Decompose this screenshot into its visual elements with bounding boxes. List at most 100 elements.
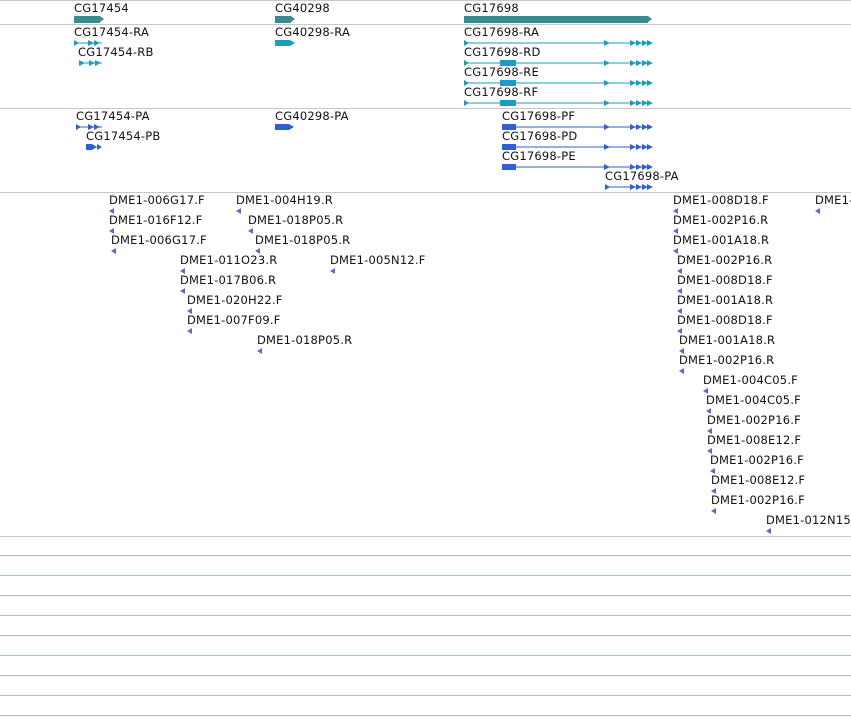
feature-glyphs	[74, 40, 653, 190]
protein-label: CG40298-PA	[275, 109, 349, 123]
est-glyph[interactable]	[187, 308, 192, 314]
est-label: DME1-005N12.F	[330, 253, 426, 267]
est-glyph[interactable]	[711, 488, 716, 494]
transcript-glyph[interactable]	[275, 40, 295, 46]
est-glyph[interactable]	[236, 208, 241, 214]
est-label: DME1-001A18.R	[673, 233, 770, 247]
transcript-label: CG17698-RD	[464, 45, 541, 59]
est-label: DME1-008E12.F	[711, 473, 806, 487]
gene-label: CG17698	[464, 1, 519, 15]
transcript-glyph[interactable]	[464, 60, 653, 66]
est-label: DME1-008D18.F	[673, 193, 769, 207]
gene-feature[interactable]	[464, 16, 652, 23]
gene-label: CG40298	[275, 1, 330, 15]
est-label: DME1-017B06.R	[180, 273, 277, 287]
est-glyph[interactable]	[330, 268, 335, 274]
est-label: DME1-004C05.F	[706, 393, 801, 407]
protein-label: CG17698-PA	[605, 169, 679, 183]
empty-track-line	[0, 655, 851, 656]
empty-track-line	[0, 715, 851, 716]
gene-feature[interactable]	[74, 16, 104, 23]
est-label: DME1-008D18.F	[677, 273, 773, 287]
est-glyph[interactable]	[766, 528, 771, 534]
est-glyph[interactable]	[180, 268, 185, 274]
est-glyph[interactable]	[710, 468, 715, 474]
empty-track-line	[0, 695, 851, 696]
est-label: DME1-	[815, 193, 851, 207]
protein-label: CG17454-PB	[86, 129, 161, 143]
est-glyph[interactable]	[677, 328, 682, 334]
est-label: DME1-006G17.F	[109, 193, 205, 207]
est-glyph[interactable]	[706, 408, 711, 414]
protein-glyph[interactable]	[502, 164, 653, 170]
est-glyph[interactable]	[815, 208, 820, 214]
transcript-label: CG17698-RF	[464, 85, 539, 99]
est-glyph[interactable]	[679, 368, 684, 374]
est-glyph[interactable]	[257, 348, 262, 354]
est-glyph[interactable]	[180, 288, 185, 294]
est-glyph[interactable]	[248, 228, 253, 234]
est-label: DME1-018P05.R	[257, 333, 353, 347]
est-glyph[interactable]	[707, 448, 712, 454]
protein-label: CG17698-PE	[502, 149, 576, 163]
transcript-label: CG17454-RA	[74, 25, 150, 39]
est-label: DME1-001A18.R	[679, 333, 776, 347]
est-glyph[interactable]	[677, 268, 682, 274]
est-label: DME1-002P16.R	[673, 213, 769, 227]
transcript-glyph[interactable]	[74, 40, 102, 46]
est-label: DME1-004H19.R	[236, 193, 333, 207]
est-glyph[interactable]	[707, 428, 712, 434]
est-glyph[interactable]	[187, 328, 192, 334]
est-label: DME1-008E12.F	[707, 433, 802, 447]
transcript-label: CG17454-RB	[78, 45, 154, 59]
est-glyph[interactable]	[711, 508, 716, 514]
est-label: DME1-002P16.F	[707, 413, 801, 427]
track-divider-top	[0, 0, 851, 1]
protein-glyph[interactable]	[76, 124, 102, 130]
est-label: DME1-007F09.F	[187, 313, 281, 327]
empty-track-line	[0, 575, 851, 576]
track-divider-proteins	[0, 192, 851, 193]
est-glyph[interactable]	[703, 388, 708, 394]
est-label: DME1-002P16.R	[677, 253, 773, 267]
protein-glyph[interactable]	[502, 144, 653, 150]
est-glyph[interactable]	[673, 248, 678, 254]
est-glyph[interactable]	[109, 208, 114, 214]
protein-glyph[interactable]	[605, 184, 653, 190]
track-divider-transcripts	[0, 108, 851, 109]
est-glyph[interactable]	[677, 288, 682, 294]
protein-label: CG17698-PD	[502, 129, 578, 143]
est-label: DME1-006G17.F	[111, 233, 207, 247]
empty-track-line	[0, 675, 851, 676]
est-glyph[interactable]	[673, 208, 678, 214]
protein-glyph[interactable]	[86, 144, 102, 150]
est-label: DME1-002P16.F	[710, 453, 804, 467]
transcript-glyph[interactable]	[464, 100, 653, 106]
est-label: DME1-008D18.F	[677, 313, 773, 327]
protein-label: CG17698-PF	[502, 109, 576, 123]
protein-glyph[interactable]	[502, 124, 653, 130]
est-glyph[interactable]	[679, 348, 684, 354]
protein-label: CG17454-PA	[76, 109, 150, 123]
est-glyph[interactable]	[673, 228, 678, 234]
est-glyph[interactable]	[255, 248, 260, 254]
transcript-label: CG17698-RE	[464, 65, 539, 79]
protein-glyph[interactable]	[275, 124, 294, 130]
est-glyph[interactable]	[677, 308, 682, 314]
gene-label: CG17454	[74, 1, 129, 15]
est-label: DME1-011O23.R	[180, 253, 278, 267]
transcript-glyph[interactable]	[464, 40, 653, 46]
gene-feature[interactable]	[275, 16, 295, 23]
est-label: DME1-002P16.R	[679, 353, 775, 367]
est-label: DME1-012N15	[766, 513, 851, 527]
empty-track-line	[0, 555, 851, 556]
est-label: DME1-016F12.F	[109, 213, 203, 227]
transcript-glyph[interactable]	[79, 60, 102, 66]
est-glyph[interactable]	[109, 228, 114, 234]
est-label: DME1-004C05.F	[703, 373, 798, 387]
est-glyph[interactable]	[111, 248, 116, 254]
est-label: DME1-020H22.F	[187, 293, 283, 307]
empty-track-line	[0, 635, 851, 636]
transcript-glyph[interactable]	[464, 80, 653, 86]
track-divider-genes	[0, 24, 851, 25]
